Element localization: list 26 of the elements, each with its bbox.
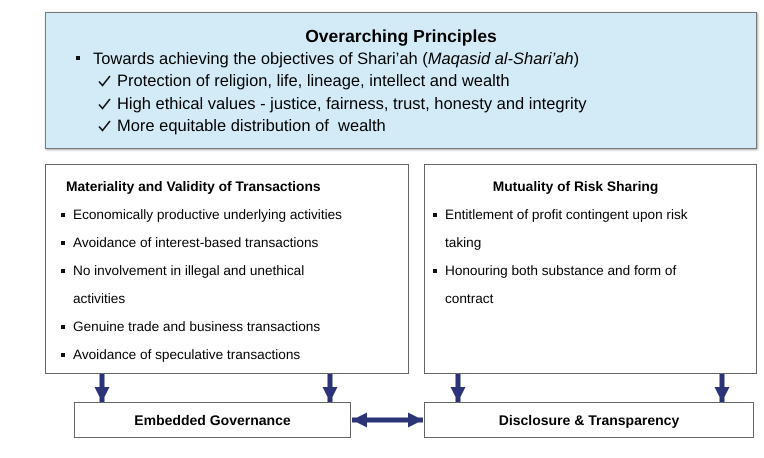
bullet-text: Economically productive underlying activities [73, 206, 343, 224]
heading: Overarching Principles [304, 25, 498, 48]
bullet-text: Protection of religion, life, lineage, intellect and wealth [117, 71, 511, 92]
arrow [94, 374, 110, 402]
bullet-text: High ethical values - justice, fairness, trust, honesty and integrity [117, 94, 588, 114]
heading: Materiality and Validity of Transactions [65, 178, 322, 196]
principles-panel [45, 12, 757, 149]
bullet-text: Genuine trade and business transactions [73, 318, 322, 336]
heading: Disclosure & Transparency [498, 411, 680, 430]
arrow [450, 374, 466, 402]
bullet-text: Avoidance of interest-based transactions [73, 234, 320, 252]
arrow [322, 374, 338, 402]
bullet-text: No involvement in illegal and unethical activities [73, 262, 306, 308]
outcome-box [74, 402, 351, 438]
bullet-text: Towards achieving the objectives of Shari’ah (Maqasid al-Shari’ah) [93, 48, 580, 70]
pillar-box [424, 164, 757, 374]
bullet-text: Avoidance of speculative transactions [73, 346, 302, 364]
outcome-box [424, 402, 754, 438]
heading: Embedded Governance [133, 411, 292, 430]
pillar-box [45, 164, 409, 374]
bullet-text: More equitable distribution of wealth [117, 116, 387, 137]
arrow [714, 374, 730, 402]
bullet-text: Honouring both substance and form of contract [445, 262, 678, 308]
bullet-text: Entitlement of profit contingent upon risk taking [445, 206, 689, 252]
double-arrow [352, 412, 423, 428]
heading: Mutuality of Risk Sharing [492, 178, 660, 196]
